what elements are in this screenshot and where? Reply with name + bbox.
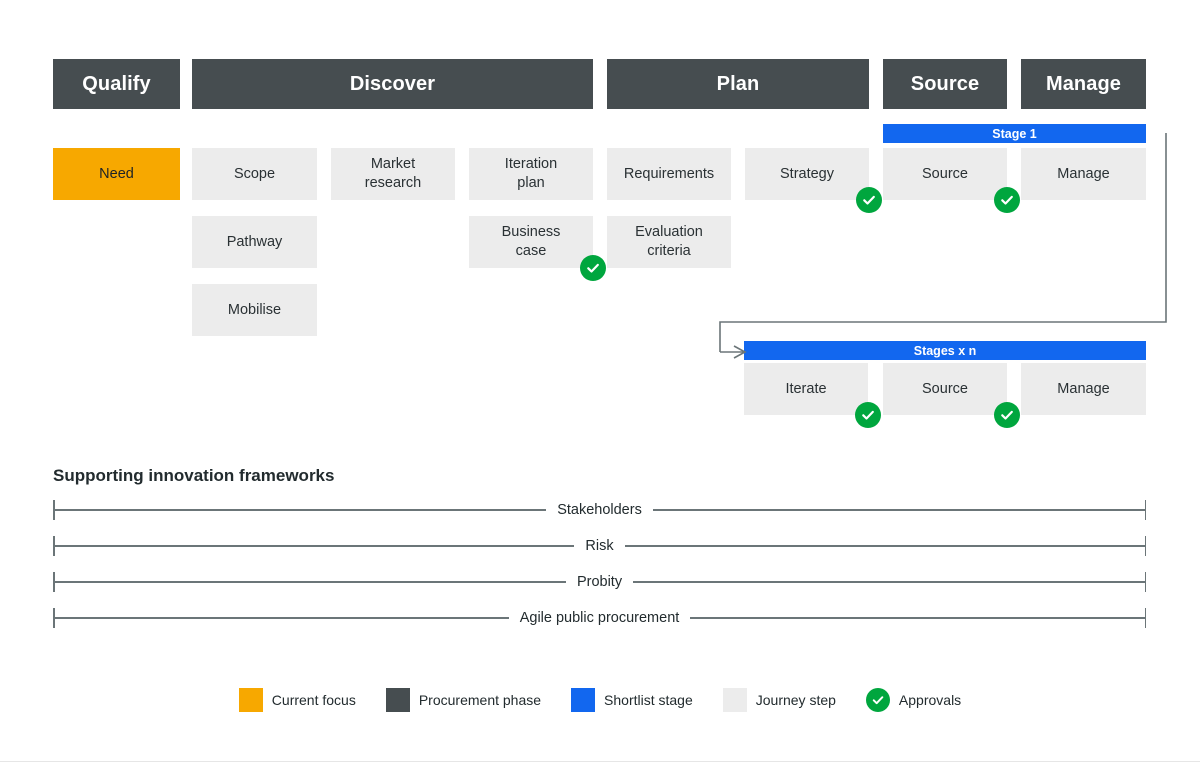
journey-step-label: Source	[922, 165, 968, 182]
journey-step-manage[interactable]: Manage	[1021, 148, 1146, 200]
framework-left-cap	[53, 536, 55, 556]
legend-item-shortlist-stage: Shortlist stage	[571, 688, 693, 712]
approval-check-icon	[994, 187, 1020, 213]
framework-label: Probity	[576, 574, 623, 590]
legend-swatch-icon	[385, 688, 410, 712]
framework-line-right	[652, 509, 1145, 511]
framework-row-risk: Risk	[53, 536, 1147, 556]
legend-item-approvals: Approvals	[865, 688, 962, 712]
legend-label: Procurement phase	[418, 692, 542, 708]
approval-check-icon	[856, 187, 882, 213]
legend-swatch-icon	[722, 688, 747, 712]
legend-item-current-focus: Current focus	[238, 688, 356, 712]
framework-right-cap	[1144, 608, 1146, 628]
legend-label: Shortlist stage	[604, 692, 693, 708]
framework-row-agile-public-procurement: Agile public procurement	[53, 608, 1146, 628]
phase-header-discover[interactable]: Discover	[192, 59, 593, 109]
iterate-step-label: Manage	[1057, 380, 1110, 397]
journey-step-need[interactable]: Need	[53, 148, 180, 200]
journey-step-label: Scope	[233, 165, 276, 182]
approval-check-icon	[865, 688, 890, 712]
legend-item-journey-step: Journey step	[722, 688, 836, 712]
framework-left-cap	[53, 608, 55, 628]
framework-line-left	[54, 581, 566, 583]
iterate-step-manage[interactable]: Manage	[1021, 363, 1146, 415]
journey-step-label: Pathway	[226, 233, 283, 250]
phase-header-plan[interactable]: Plan	[607, 59, 869, 109]
journey-step-requirements[interactable]: Requirements	[607, 148, 731, 200]
framework-row-stakeholders: Stakeholders	[53, 500, 1147, 520]
framework-line-left	[54, 545, 575, 547]
iterate-step-source[interactable]: Source	[883, 363, 1020, 428]
framework-row-probity: Probity	[53, 572, 1147, 592]
journey-step-label: Need	[99, 165, 134, 182]
framework-line-left	[54, 617, 509, 619]
iterate-step-label: Source	[922, 380, 968, 397]
phase-header-source[interactable]: Source	[883, 59, 1007, 109]
framework-line-right	[624, 545, 1145, 547]
legend-swatch-icon	[571, 688, 596, 712]
journey-step-source[interactable]: Source	[883, 148, 1020, 213]
journey-step-label: Manage	[1057, 165, 1110, 182]
legend-swatch-icon	[238, 688, 263, 712]
journey-step-strategy[interactable]: Strategy	[745, 148, 882, 213]
journey-step-label: Mobilise	[227, 301, 282, 318]
framework-label: Agile public procurement	[519, 610, 680, 626]
framework-right-cap	[1144, 536, 1147, 556]
legend-item-procurement-phase: Procurement phase	[385, 688, 542, 712]
journey-step-label: Strategy	[780, 165, 834, 182]
iterate-step-iterate[interactable]: Iterate	[744, 363, 881, 428]
frameworks-section: Supporting innovation frameworks Stakeho…	[53, 466, 1147, 628]
legend: Current focus Procurement phase Shortlist …	[0, 686, 1200, 714]
shortlist-stage-bar[interactable]: Stages x n	[744, 341, 1146, 360]
iterate-step-label: Iterate	[785, 380, 827, 397]
legend-label: Current focus	[271, 692, 356, 708]
journey-step-mobilise[interactable]: Mobilise	[192, 284, 317, 336]
journey-step-label: Requirements	[623, 165, 715, 182]
framework-label: Risk	[585, 538, 614, 554]
framework-left-cap	[53, 500, 55, 520]
framework-line-right	[690, 617, 1145, 619]
legend-label: Approvals	[898, 692, 962, 708]
framework-right-cap	[1144, 500, 1147, 520]
approval-check-icon	[994, 402, 1020, 428]
shortlist-stage-bar[interactable]: Stage 1	[883, 124, 1146, 143]
phase-header-manage[interactable]: Manage	[1021, 59, 1146, 109]
approval-check-icon	[855, 402, 881, 428]
framework-left-cap	[53, 572, 55, 592]
journey-step-scope[interactable]: Scope	[192, 148, 317, 200]
phase-header-qualify[interactable]: Qualify	[53, 59, 180, 109]
framework-right-cap	[1144, 572, 1147, 592]
framework-label: Stakeholders	[557, 502, 642, 518]
legend-label: Journey step	[755, 692, 836, 708]
frameworks-title: Supporting innovation frameworks	[53, 466, 335, 485]
framework-line-right	[633, 581, 1145, 583]
framework-line-left	[54, 509, 547, 511]
approval-check-icon	[580, 255, 606, 281]
journey-step-pathway[interactable]: Pathway	[192, 216, 317, 268]
